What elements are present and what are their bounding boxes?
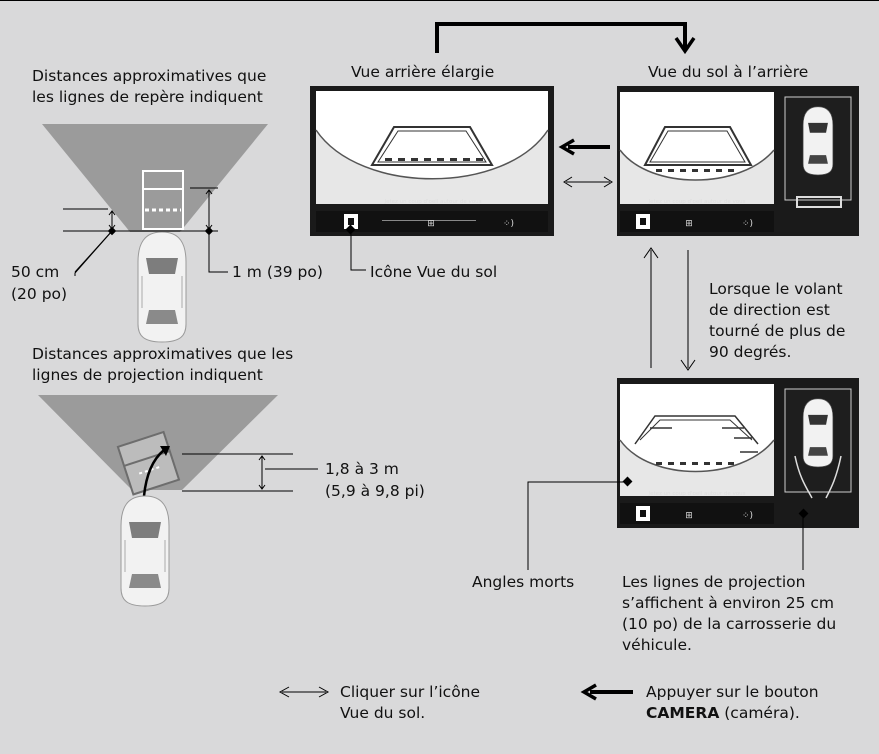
screen-caption-projection: Jetez un coup d'oeil autour de vous	[648, 491, 746, 497]
ground-view-title: Vue du sol à l’arrière	[648, 63, 809, 81]
svg-text:⊞: ⊞	[427, 219, 435, 229]
projection-lines-title-2: lignes de projection indiquent	[32, 366, 263, 384]
svg-text:⁘): ⁘)	[742, 511, 753, 521]
camera-button-note: (caméra).	[719, 704, 800, 722]
projection-note-2: s’affichent à environ 25 cm	[622, 594, 834, 612]
legend-press-button-2: CAMERA (caméra).	[646, 703, 800, 724]
guide-lines-title-2: les lignes de repère indiquent	[32, 88, 263, 106]
guide-box	[142, 170, 184, 230]
screen-caption: Jetez un coup d'oeil autour de vous	[384, 199, 482, 205]
steering-note-1: Lorsque le volant	[709, 280, 843, 298]
distance-50cm-label: 50 cm	[11, 263, 60, 281]
legend-press-button-1: Appuyer sur le bouton	[646, 683, 819, 701]
projection-range-label: 1,8 à 3 m	[325, 460, 399, 478]
steering-note-3: tourné de plus de	[709, 322, 846, 340]
svg-text:⁘): ⁘)	[742, 219, 753, 229]
projection-note-4: véhicule.	[622, 636, 692, 654]
steering-note-4: 90 degrés.	[709, 343, 792, 361]
projection-view-screen: ⊞ ⁘)	[617, 378, 859, 528]
svg-text:⊞: ⊞	[685, 219, 693, 229]
wide-view-screen: ⊞ ⁘)	[310, 86, 554, 236]
distance-1m-label: 1 m (39 po)	[232, 263, 323, 281]
ground-view-screen: ⊞ ⁘)	[617, 86, 859, 236]
camera-view-cone	[42, 124, 268, 232]
projection-lines-title-1: Distances approximatives que les	[32, 345, 294, 363]
wide-view-title: Vue arrière élargie	[351, 63, 495, 81]
legend-click-icon-1: Cliquer sur l’icône	[340, 683, 481, 701]
legend-icons	[278, 683, 633, 701]
legend-click-icon-2: Vue du sol.	[340, 704, 426, 722]
projection-note-1: Les lignes de projection	[622, 573, 806, 591]
projection-note-3: (10 po) de la carrosserie du	[622, 615, 837, 633]
guide-lines-title-1: Distances approximatives que	[32, 67, 267, 85]
projection-lines-illustration	[38, 395, 318, 607]
screen-caption-ground: Jetez un coup d'oeil autour de vous	[648, 199, 746, 205]
camera-button-name: CAMERA	[646, 704, 720, 722]
flow-arrows	[345, 22, 809, 570]
svg-text:⁘): ⁘)	[503, 219, 514, 229]
blind-spots-label: Angles morts	[472, 573, 575, 591]
ground-view-icon-label: Icône Vue du sol	[370, 263, 498, 281]
steering-note-2: de direction est	[709, 301, 830, 319]
distance-50cm-imperial-label: (20 po)	[11, 285, 68, 303]
projection-range-imperial-label: (5,9 à 9,8 pi)	[325, 482, 425, 500]
svg-text:⊞: ⊞	[685, 511, 693, 521]
guide-lines-illustration	[42, 124, 268, 343]
